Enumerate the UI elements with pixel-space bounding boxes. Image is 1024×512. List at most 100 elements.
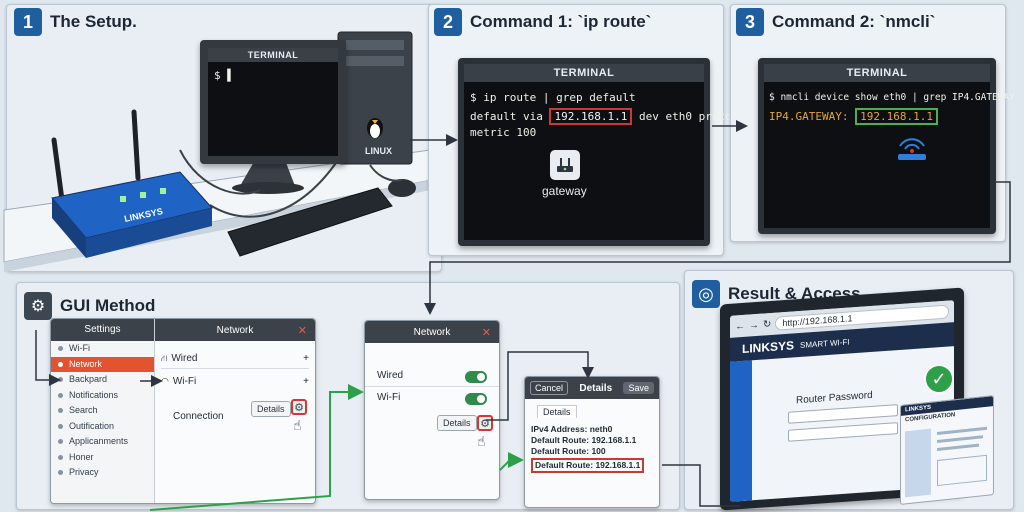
- sidebar-item-label: Network: [69, 358, 103, 369]
- gear-icon: ⚙: [24, 292, 52, 320]
- add-wired-button[interactable]: +: [303, 353, 309, 364]
- sidebar-item-icon: [58, 423, 63, 429]
- details-titlebar: Cancel Details Save: [525, 377, 659, 399]
- sidebar-item-search[interactable]: Search: [51, 403, 154, 419]
- details-route-3: Default Route: 192.168.1.1: [531, 458, 645, 473]
- network-details-button[interactable]: Details: [437, 415, 477, 431]
- cmd1-heading: 2 Command 1: `ip route`: [434, 8, 651, 36]
- connection-label: Connection: [173, 411, 224, 422]
- wired-label: Wired: [171, 353, 198, 364]
- monitor-prompt: $ ▌: [214, 69, 234, 82]
- setup-heading: 1 The Setup.: [14, 8, 137, 36]
- details-save-button[interactable]: Save: [623, 382, 654, 394]
- settings-gear-icon[interactable]: ⚙: [291, 399, 307, 415]
- sidebar-item-honer[interactable]: Honer: [51, 450, 154, 466]
- details-cancel-button[interactable]: Cancel: [530, 381, 569, 395]
- sidebar-item-label: Notifications: [69, 389, 119, 400]
- gui-title: GUI Method: [60, 296, 156, 315]
- linksys-sidebar: [730, 360, 752, 502]
- sidebar-item-label: Privacy: [69, 467, 99, 477]
- terminal-2-gateway-key: IP4.GATEWAY:: [769, 110, 849, 123]
- sidebar-item-applicanments[interactable]: Applicanments: [51, 434, 154, 450]
- sidebar-item-icon: [58, 392, 63, 398]
- step-badge-1: 1: [14, 8, 42, 36]
- sidebar-item-outification[interactable]: Outification: [51, 419, 154, 435]
- terminal-1: TERMINAL $ ip route | grep default defau…: [458, 58, 765, 246]
- network-window-titlebar: Network ✕: [365, 321, 499, 343]
- sidebar-item-icon: [58, 470, 63, 475]
- details-ipv4: IPv4 Address: neth0: [531, 424, 613, 434]
- close-icon[interactable]: ✕: [481, 326, 491, 339]
- sidebar-item-icon: [58, 377, 63, 382]
- wifi-row[interactable]: ◠ Wi-Fi +: [161, 371, 309, 391]
- details-route-2: Default Route: 100: [531, 446, 606, 456]
- step-badge-3: 3: [736, 8, 764, 36]
- setup-monitor: TERMINAL $ ▌: [200, 40, 346, 164]
- globe-icon: ◎: [692, 280, 720, 308]
- gateway-label: gateway: [542, 184, 587, 198]
- gui-heading: ⚙ GUI Method: [24, 292, 155, 320]
- sidebar-item-icon: [58, 439, 63, 444]
- wifi-toggle[interactable]: [465, 393, 487, 405]
- terminal-1-gateway-ip: 192.168.1.1: [549, 108, 633, 125]
- network-icon: ⛙: [161, 352, 168, 363]
- sidebar-item-wi-fi[interactable]: Wi-Fi: [51, 341, 154, 357]
- wired-row[interactable]: ⛙ Wired +: [161, 349, 309, 369]
- network-pane: Network ✕ ⛙ Wired + ◠ Wi-Fi + Connection…: [155, 319, 315, 503]
- terminal-2-title: TERMINAL: [764, 64, 990, 82]
- reload-icon[interactable]: ↻: [763, 318, 772, 331]
- terminal-1-command: $ ip route | grep default: [470, 91, 636, 104]
- forward-icon[interactable]: →: [749, 319, 759, 332]
- cursor-hand-icon: ☝: [477, 433, 486, 449]
- cmd1-title: Command 1: `ip route`: [470, 12, 652, 31]
- wired-toggle[interactable]: [465, 371, 487, 383]
- add-wifi-button[interactable]: +: [303, 375, 309, 387]
- linksys-brand: LINKSYS: [742, 338, 795, 356]
- linksys-brand-sub: SMART WI-FI: [800, 336, 850, 350]
- sidebar-item-label: Honer: [69, 451, 94, 462]
- terminal-1-title: TERMINAL: [464, 64, 704, 82]
- wifi-icon: ◠: [161, 375, 169, 386]
- sidebar-item-label: Outification: [69, 420, 115, 431]
- sidebar-item-privacy[interactable]: Privacy: [51, 465, 154, 481]
- network-wifi-row[interactable]: Wi-Fi: [365, 387, 499, 409]
- router-password-label: Router Password: [796, 389, 873, 407]
- network-gear-icon[interactable]: ⚙: [477, 415, 493, 431]
- terminal-2-output-line: IP4.GATEWAY: 192.168.1.1: [769, 108, 985, 125]
- tower-linux-label: LINUX: [365, 146, 392, 156]
- sidebar-item-network[interactable]: Network: [51, 356, 154, 372]
- network-window: Network ✕ Wired Wi-Fi Details ⚙ ☝: [364, 320, 500, 500]
- router-password-input[interactable]: [788, 404, 898, 424]
- sidebar-item-label: Wi-Fi: [69, 343, 90, 353]
- cursor-hand-icon: ☝: [293, 417, 302, 433]
- router-password-confirm[interactable]: [788, 422, 898, 442]
- wifi-router-icon: [892, 134, 932, 169]
- terminal-1-output-line: default via 192.168.1.1 dev eth0 proto d…: [470, 108, 765, 125]
- cmd2-title: Command 2: `nmcli`: [772, 12, 936, 31]
- terminal-2-command: $ nmcli device show eth0 | grep IP4.GATE…: [769, 92, 1015, 103]
- network-pane-title: Network: [216, 324, 254, 336]
- step-badge-2: 2: [434, 8, 462, 36]
- sidebar-item-label: Applicanments: [69, 436, 129, 446]
- sidebar-item-icon: [58, 454, 63, 460]
- settings-sidebar-title: Settings: [51, 319, 154, 341]
- back-icon[interactable]: ←: [735, 320, 745, 332]
- terminal-2-gateway-ip: 192.168.1.1: [855, 108, 938, 125]
- sidebar-item-backpard[interactable]: Backpard: [51, 372, 154, 388]
- terminal-1-metric: metric 100: [470, 126, 537, 139]
- close-icon[interactable]: ✕: [297, 324, 307, 337]
- details-title: Details: [579, 382, 613, 394]
- sidebar-item-icon: [58, 361, 63, 367]
- monitor-terminal-title: TERMINAL: [208, 48, 338, 62]
- network-window-title: Network: [413, 326, 451, 338]
- sidebar-item-label: Search: [69, 405, 98, 415]
- sidebar-item-notifications[interactable]: Notifications: [51, 388, 154, 404]
- details-tab[interactable]: Details: [537, 405, 577, 418]
- details-button[interactable]: Details: [251, 401, 291, 417]
- sidebar-item-icon: [58, 346, 63, 351]
- network-wifi-label: Wi-Fi: [377, 392, 401, 403]
- network-wired-label: Wired: [377, 370, 404, 381]
- network-wired-row[interactable]: Wired: [365, 365, 499, 387]
- terminal-2: TERMINAL $ nmcli device show eth0 | grep…: [758, 58, 1015, 234]
- config-card: LINKSYS CONFIGURATION: [900, 395, 994, 505]
